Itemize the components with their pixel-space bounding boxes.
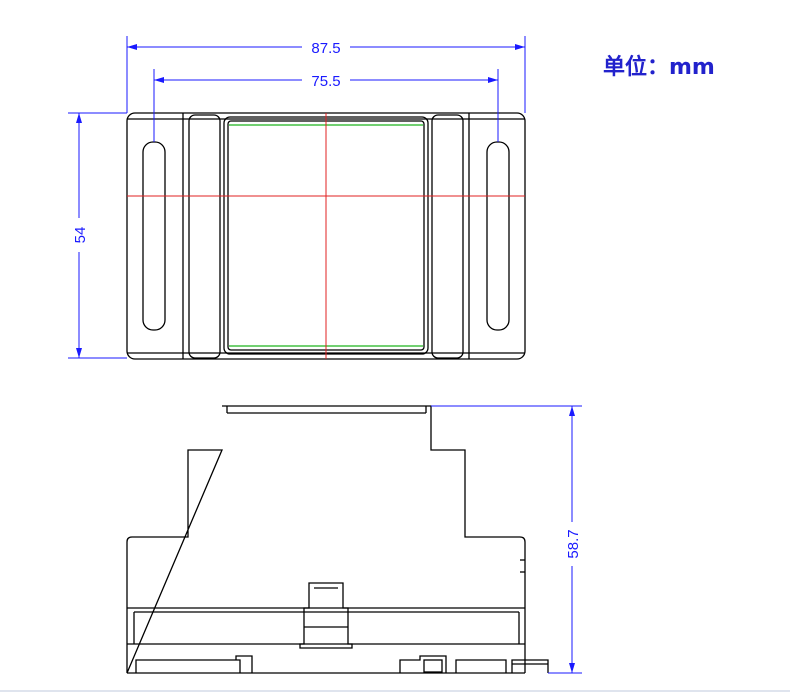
dim-overall-width: 87.5: [311, 40, 340, 57]
side-view: [126, 405, 549, 674]
dimension-lines-top: [68, 36, 526, 359]
dimension-lines-side: [431, 405, 582, 674]
din-foot-right: [399, 655, 447, 673]
center-latch: [299, 582, 353, 649]
dim-slot-spacing: 75.5: [311, 73, 340, 90]
dimension-arrows-top: [76, 44, 525, 358]
right-mount-slot: [486, 141, 510, 331]
unit-label: 单位：mm: [603, 54, 715, 80]
dimension-arrows-side: [569, 406, 575, 673]
centerlines: [127, 113, 525, 359]
right-step-block: [431, 114, 464, 359]
bottom-divider: [0, 690, 790, 692]
din-foot-left: [135, 659, 241, 673]
dim-height: 54: [72, 227, 89, 244]
left-mount-slot: [142, 141, 166, 331]
side-view-outline: [126, 405, 526, 674]
dim-side-height: 58.7: [565, 529, 582, 558]
left-step-block: [188, 114, 221, 359]
